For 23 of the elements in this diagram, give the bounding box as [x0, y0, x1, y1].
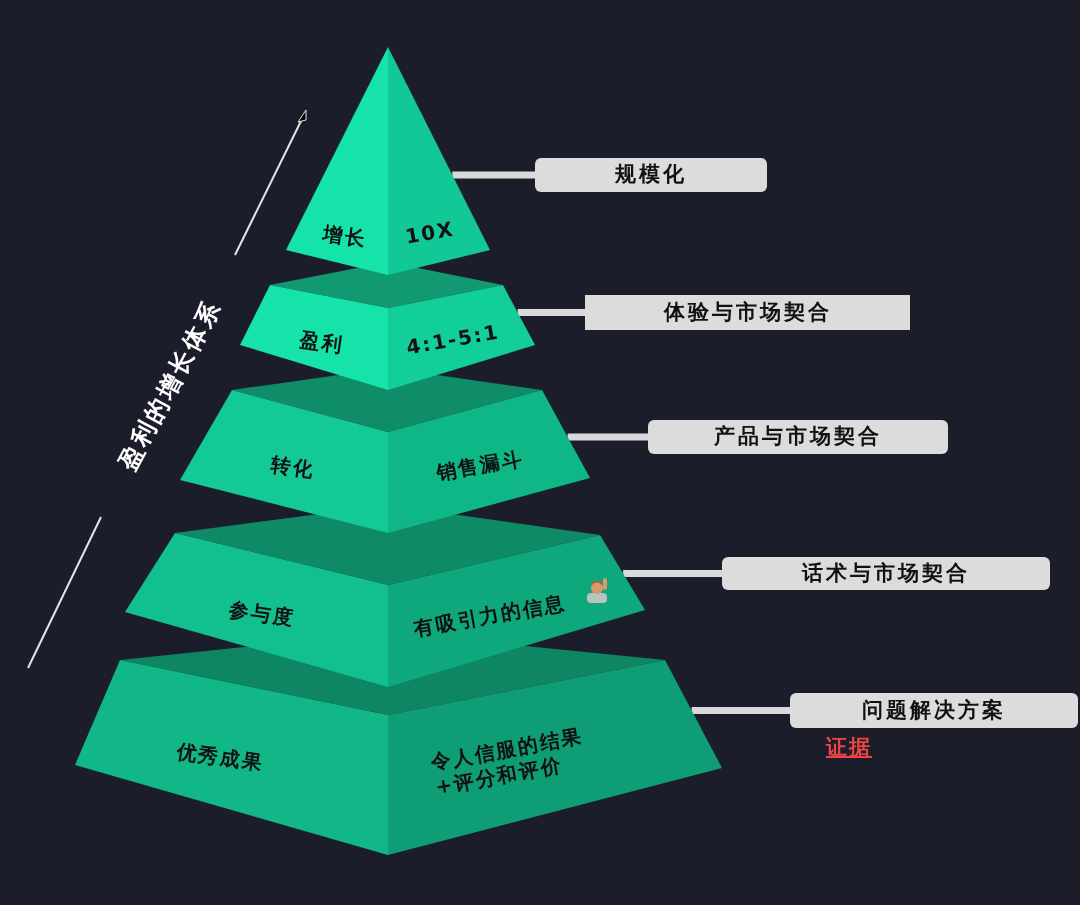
- pyramid-tier: [75, 660, 722, 855]
- tier-label: 参与度: [227, 597, 297, 631]
- tier-label: 增长: [321, 221, 369, 253]
- connector-line: [623, 570, 722, 577]
- connector-line: [691, 707, 790, 714]
- tier-label: 转化: [269, 452, 317, 484]
- axis-title: 盈利的增长体系: [112, 294, 228, 477]
- pyramid-tier: [240, 285, 535, 390]
- tier-label: 销售漏斗: [434, 446, 526, 486]
- label-box: 问题解决方案: [790, 693, 1078, 728]
- tier-label: 10X: [403, 216, 457, 250]
- tier-label: 盈利: [298, 327, 346, 359]
- tier-label: 优秀成果: [174, 739, 266, 777]
- label-box: 体验与市场契合: [585, 295, 910, 330]
- label-box: 产品与市场契合: [648, 420, 948, 454]
- tier-label: 有吸引力的信息: [412, 590, 568, 642]
- label-box: 规模化: [535, 158, 767, 192]
- note-text: 证据: [826, 734, 872, 761]
- pyramid-tier: [125, 533, 645, 687]
- tier-label: 4:1-5:1: [404, 319, 502, 361]
- pyramid-tier: [286, 47, 490, 275]
- label-box: 话术与市场契合: [722, 557, 1050, 590]
- tier-label: 令人信服的结果+评分和评价: [429, 722, 586, 800]
